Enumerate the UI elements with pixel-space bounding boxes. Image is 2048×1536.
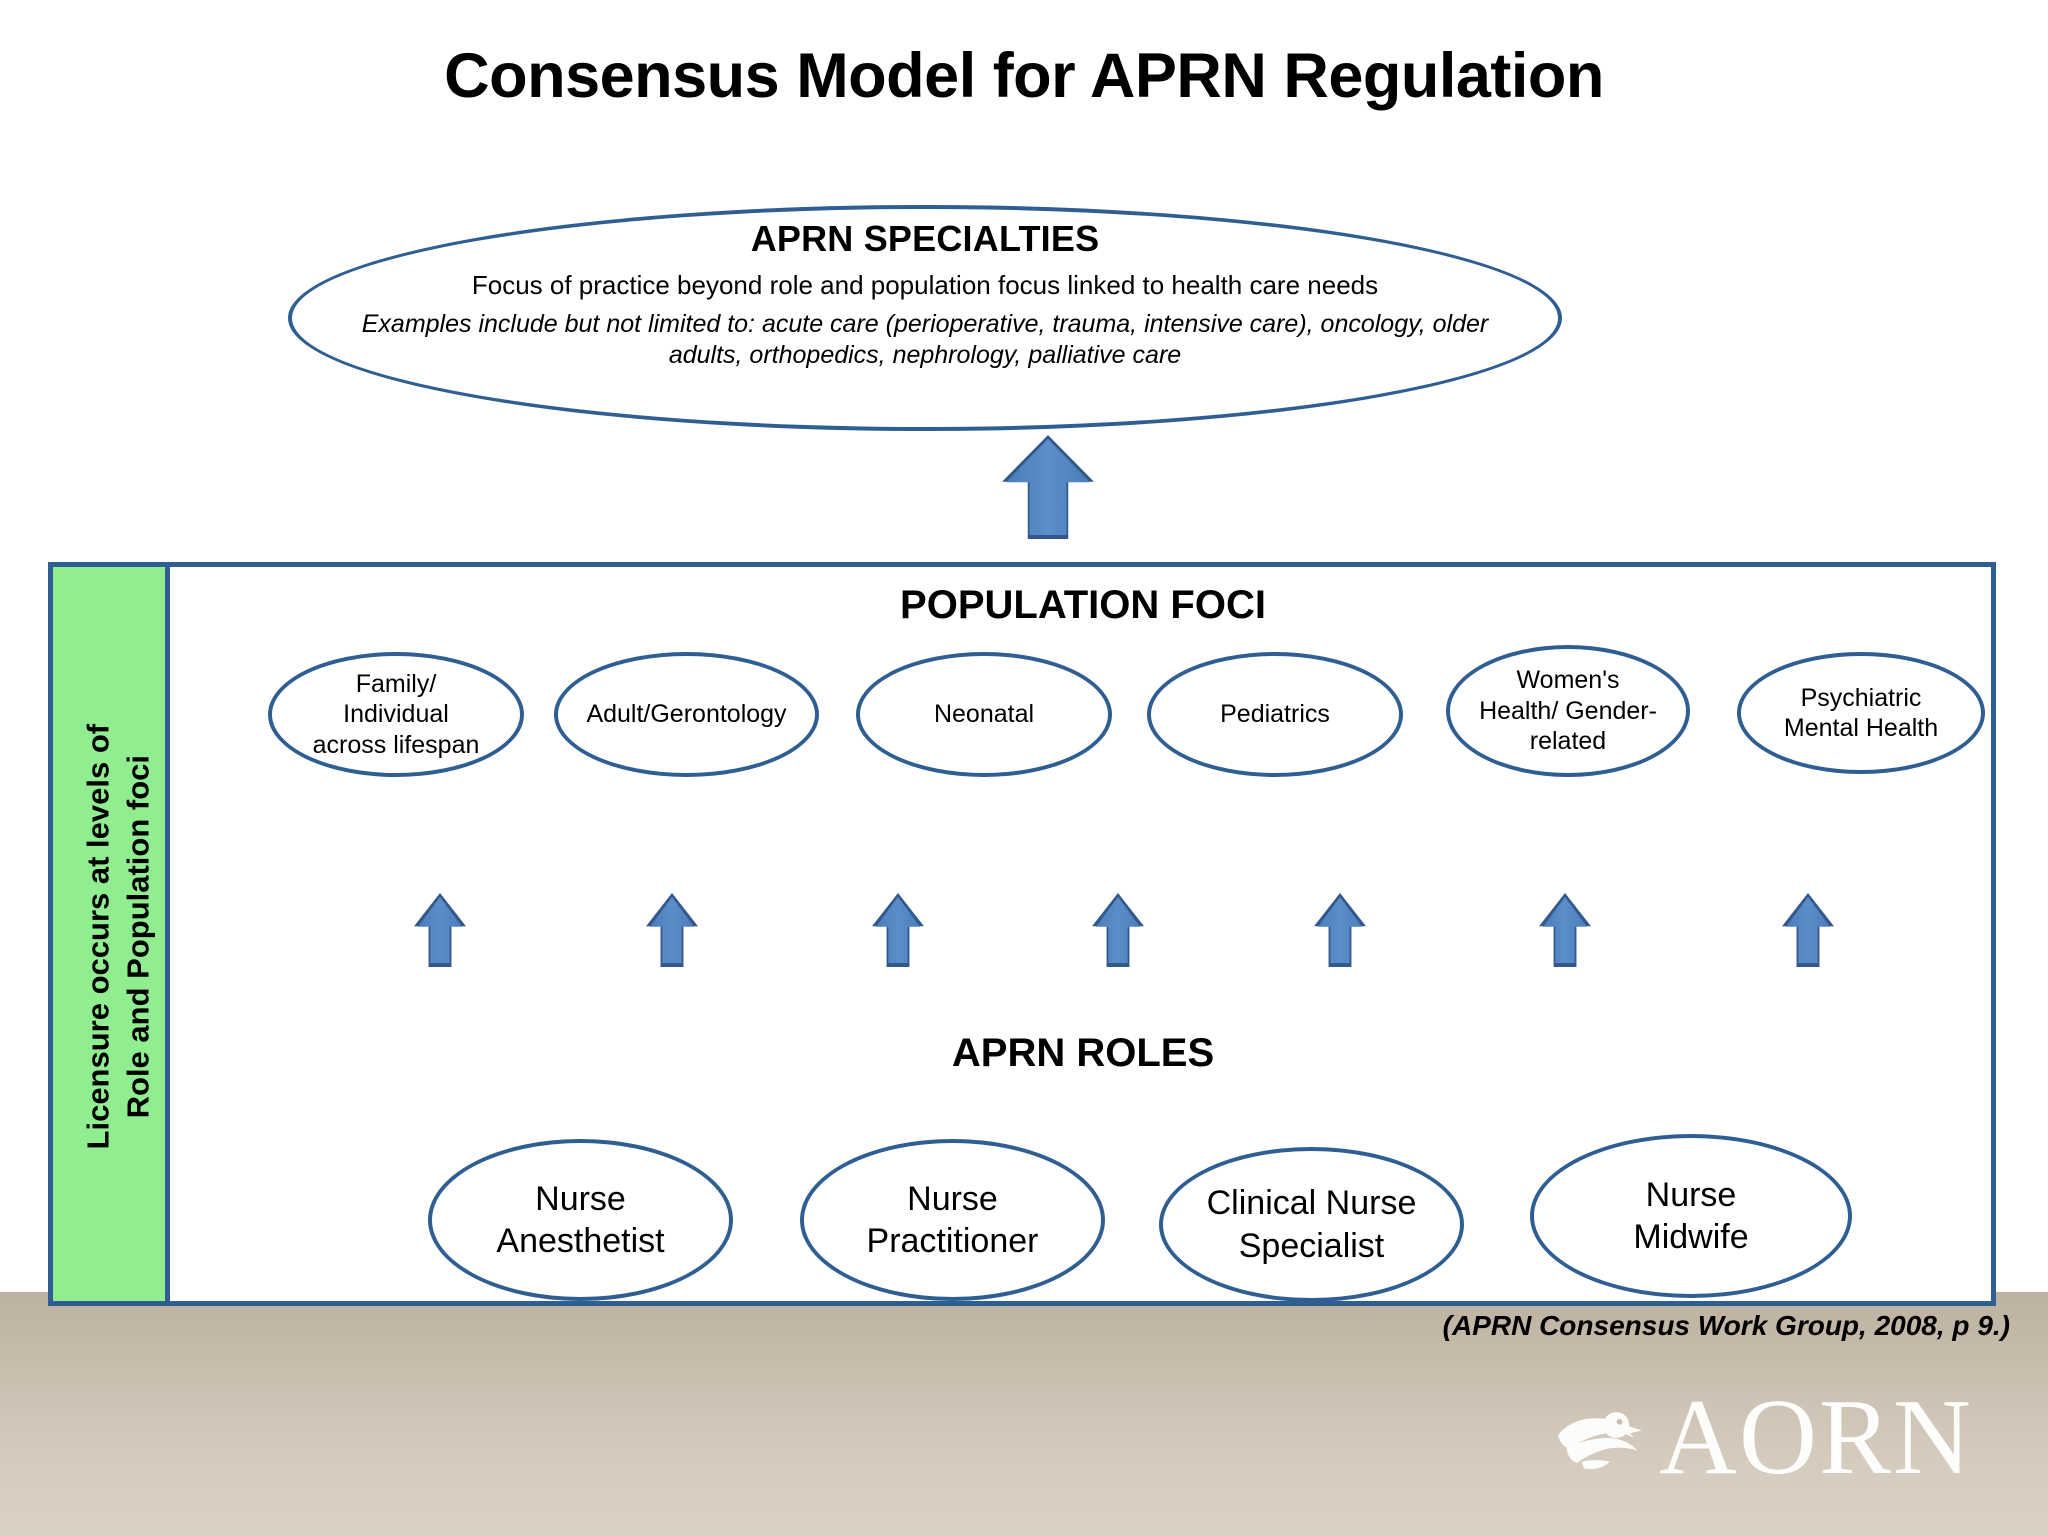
- aorn-logo: AORN: [1545, 1368, 2015, 1508]
- role-ellipse-clinical-nurse-specialist[interactable]: Clinical Nurse Specialist: [1159, 1147, 1464, 1302]
- population-ellipse-family-individual[interactable]: Family/ Individual across lifespan: [268, 652, 524, 777]
- aprn-specialties-content: APRN SPECIALTIES Focus of practice beyon…: [330, 218, 1520, 371]
- role-ellipse-nurse-anesthetist[interactable]: Nurse Anesthetist: [428, 1139, 733, 1301]
- up-arrow-icon-specialties: [1002, 435, 1094, 539]
- arrow-fill: [418, 897, 462, 963]
- arrow-fill: [1006, 439, 1090, 535]
- arrow-fill: [876, 897, 920, 963]
- role-ellipse-nurse-practitioner[interactable]: Nurse Practitioner: [800, 1139, 1105, 1301]
- arrow-fill: [1543, 897, 1587, 963]
- population-ellipse-label: Women's Health/ Gender- related: [1479, 666, 1657, 756]
- up-arrow-icon-6: [1539, 893, 1591, 967]
- aprn-specialties-examples: Examples include but not limited to: acu…: [361, 309, 1489, 369]
- up-arrow-icon-4: [1092, 893, 1144, 967]
- population-ellipse-womens-health[interactable]: Women's Health/ Gender- related: [1446, 645, 1690, 777]
- background-gradient-band: [0, 1292, 2048, 1536]
- population-ellipse-label: Adult/Gerontology: [586, 700, 787, 729]
- citation-text: (APRN Consensus Work Group, 2008, p 9.): [1442, 1310, 2010, 1341]
- population-ellipse-adult-gerontology[interactable]: Adult/Gerontology: [554, 652, 819, 777]
- aorn-wordmark: AORN: [1659, 1378, 1974, 1497]
- role-ellipse-label: Nurse Anesthetist: [496, 1179, 665, 1261]
- population-foci-heading: POPULATION FOCI: [900, 583, 1266, 627]
- arrow-fill: [650, 897, 694, 963]
- up-arrow-icon-2: [646, 893, 698, 967]
- up-arrow-icon-7: [1782, 893, 1834, 967]
- licensure-sidebar-label: Licensure occurs at levels of Role and P…: [80, 723, 155, 1150]
- aprn-specialties-heading: APRN SPECIALTIES: [750, 218, 1100, 259]
- population-ellipse-neonatal[interactable]: Neonatal: [856, 652, 1112, 777]
- aprn-roles-heading: APRN ROLES: [951, 1031, 1215, 1075]
- arrow-fill: [1318, 897, 1362, 963]
- population-ellipse-label: Psychiatric Mental Health: [1783, 683, 1939, 743]
- arrow-fill: [1786, 897, 1830, 963]
- eagle-icon: [1557, 1412, 1643, 1470]
- population-ellipse-label: Neonatal: [933, 700, 1035, 729]
- up-arrow-icon-3: [872, 893, 924, 967]
- population-ellipse-label: Pediatrics: [1220, 700, 1330, 729]
- licensure-sidebar: Licensure occurs at levels of Role and P…: [53, 567, 170, 1301]
- role-ellipse-label: Nurse Practitioner: [866, 1179, 1039, 1261]
- up-arrow-icon-5: [1314, 893, 1366, 967]
- role-ellipse-label: Clinical Nurse Specialist: [1206, 1184, 1417, 1265]
- arrow-fill: [1096, 897, 1140, 963]
- population-ellipse-label: Family/ Individual across lifespan: [312, 669, 480, 759]
- population-ellipse-pediatrics[interactable]: Pediatrics: [1147, 652, 1403, 777]
- aprn-specialties-ellipse: [288, 205, 1562, 431]
- up-arrow-icon-1: [414, 893, 466, 967]
- aprn-specialties-subtitle: Focus of practice beyond role and popula…: [471, 270, 1379, 300]
- population-ellipse-psychiatric-mental-health[interactable]: Psychiatric Mental Health: [1737, 652, 1985, 774]
- role-ellipse-label: Nurse Midwife: [1633, 1175, 1749, 1257]
- page-title: Consensus Model for APRN Regulation: [444, 41, 1604, 111]
- role-ellipse-nurse-midwife[interactable]: Nurse Midwife: [1530, 1134, 1852, 1298]
